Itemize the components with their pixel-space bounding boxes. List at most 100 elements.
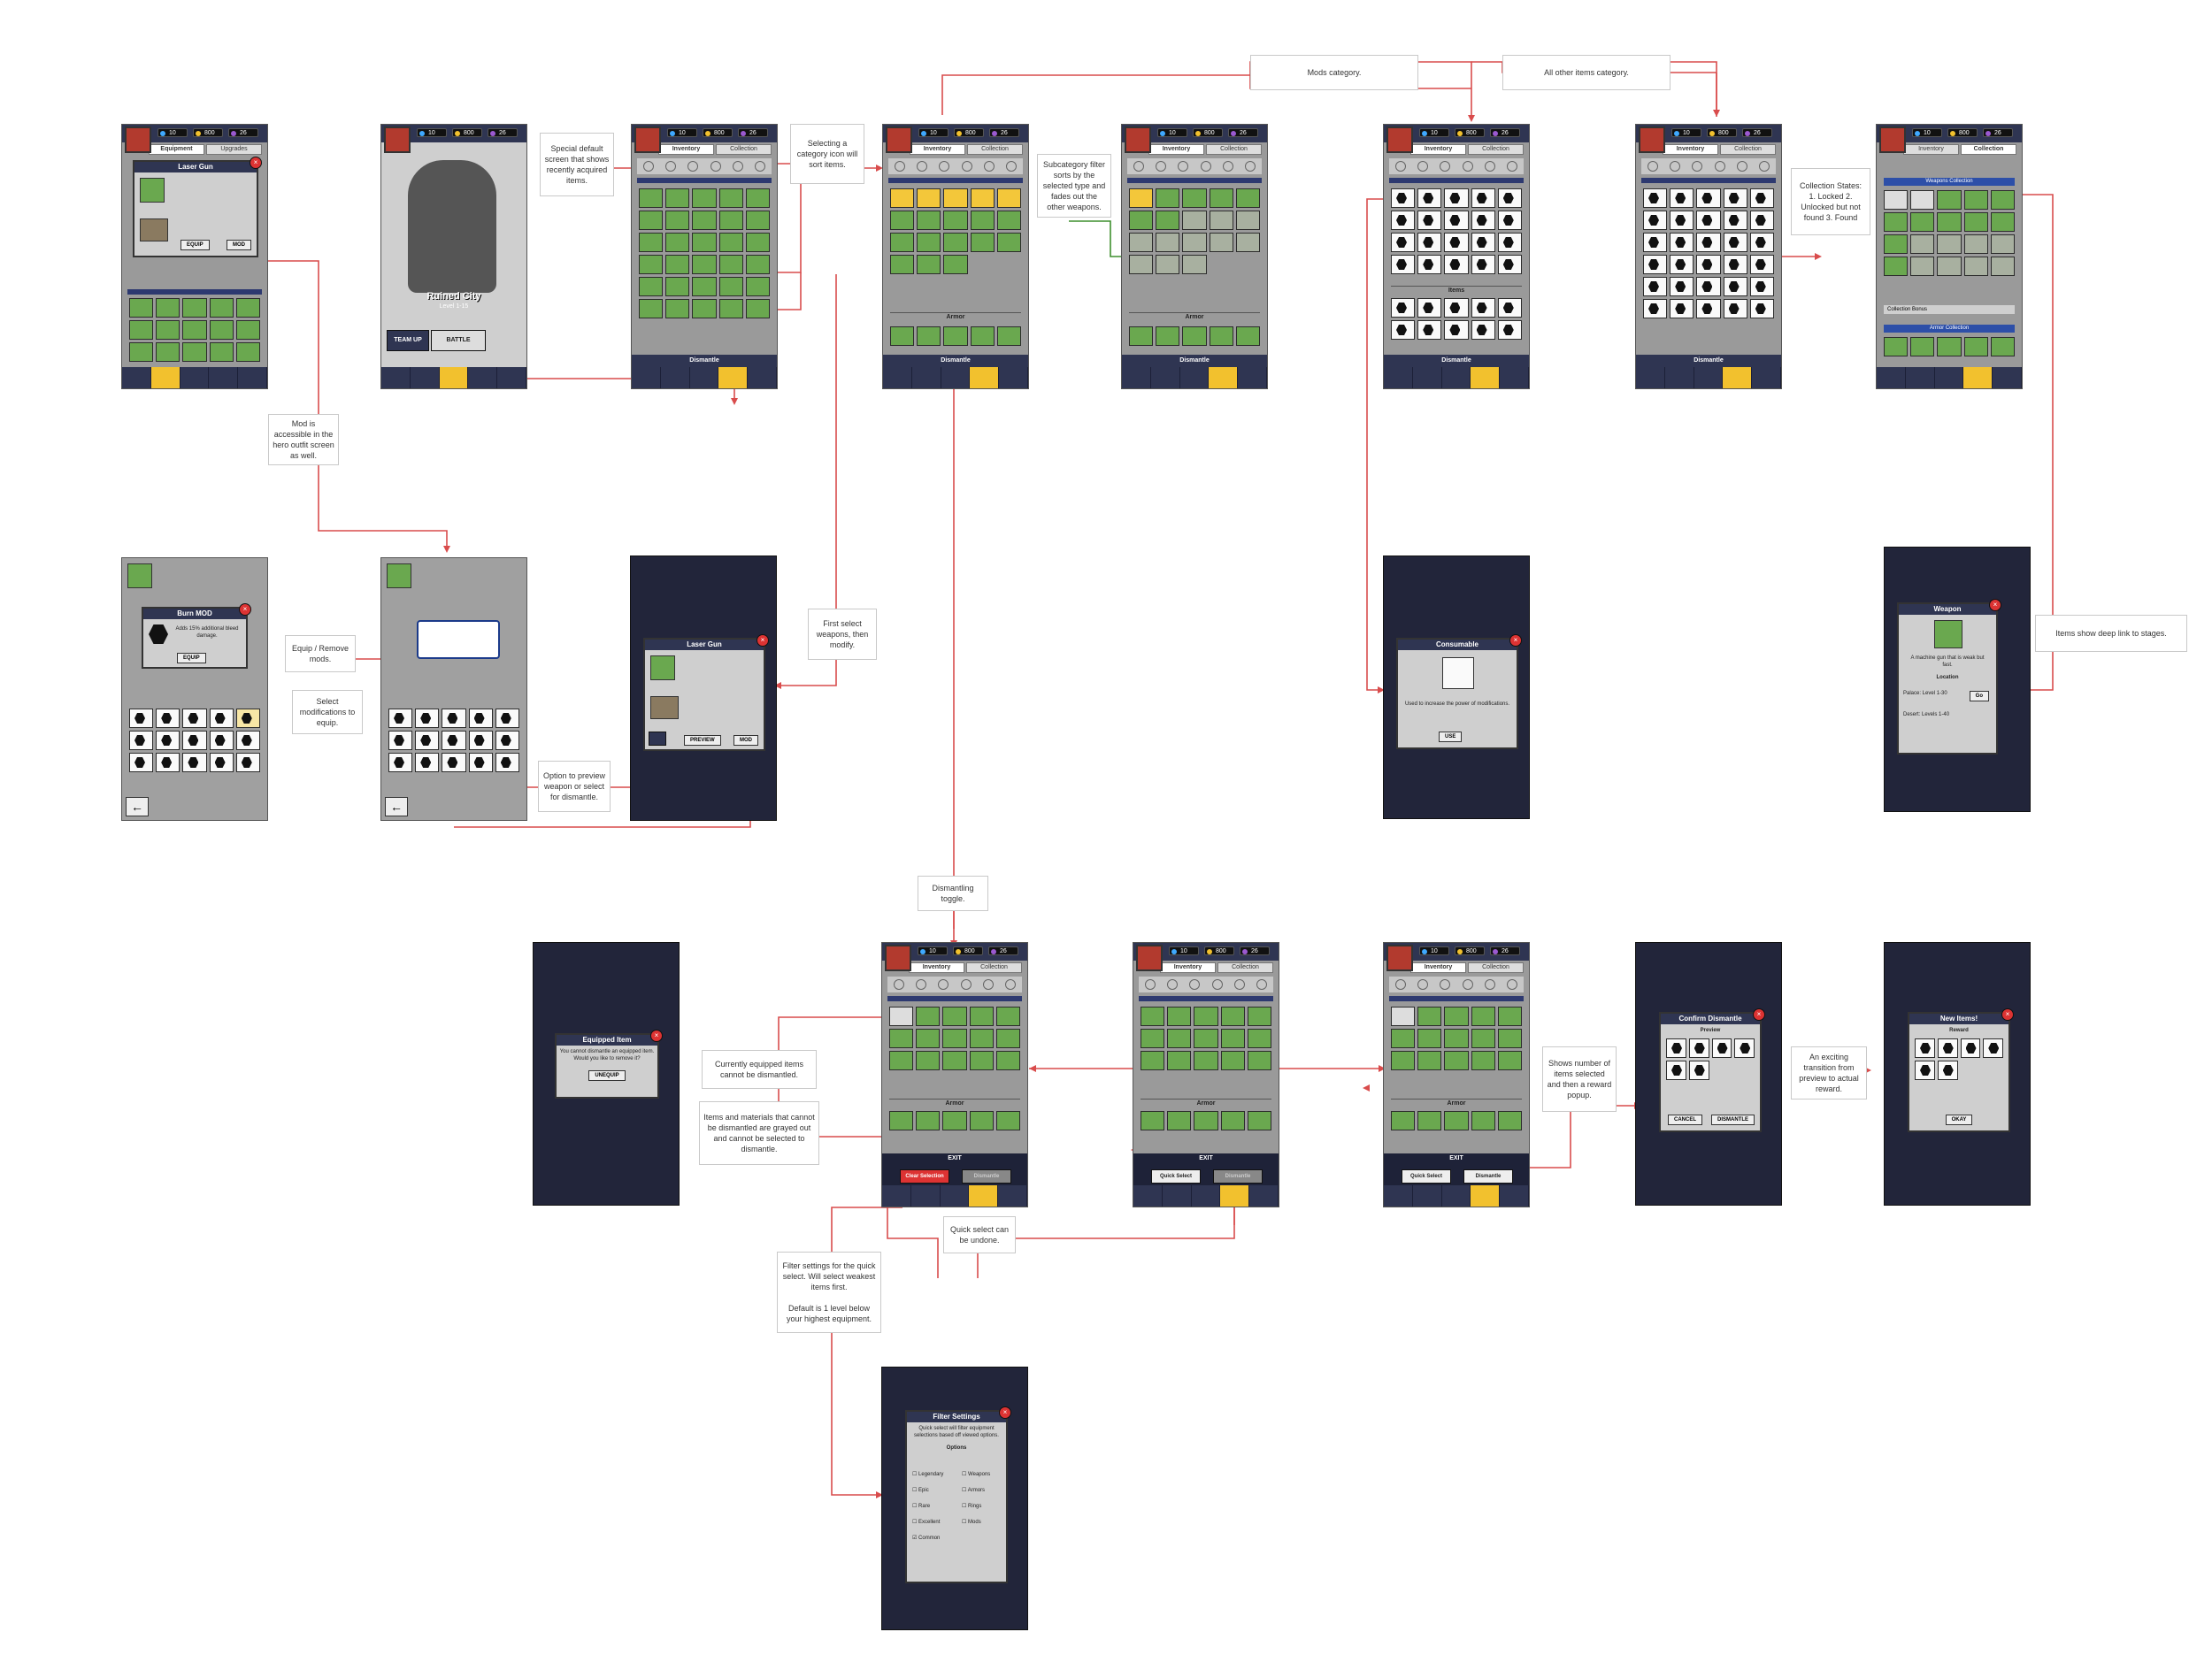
exit-label[interactable]: EXIT [1449,1155,1463,1161]
note-mods-category: Mods category. [1250,55,1418,90]
dismantle-toggle[interactable]: Dismantle [1384,355,1529,367]
tab-inventory[interactable]: Inventory [658,144,714,155]
dismantle-button[interactable]: Dismantle [1213,1169,1263,1184]
mod-button[interactable]: MOD [227,240,251,250]
checkbox-excellent[interactable]: ☐ Excellent [912,1520,941,1525]
dismantle-select-icon[interactable] [649,732,666,746]
avatar[interactable] [1136,945,1163,971]
close-icon[interactable]: × [1989,599,2001,611]
tab-collection[interactable]: Collection [1468,144,1524,155]
team-up-button[interactable]: TEAM UP [387,330,429,351]
equip-button[interactable]: EQUIP [180,240,210,250]
avatar[interactable] [384,126,411,153]
energy-counter: 10 [667,128,697,137]
checkbox-epic[interactable]: ☐ Epic [912,1488,929,1493]
tab-collection[interactable]: Collection [1206,144,1262,155]
tab-collection[interactable]: Collection [1217,962,1273,973]
category-filter[interactable] [1389,977,1524,992]
category-filter[interactable] [1389,158,1524,174]
tab-equipment[interactable]: Equipment [149,144,204,155]
tab-collection[interactable]: Collection [1961,144,2016,155]
close-icon[interactable]: × [999,1406,1011,1419]
avatar[interactable] [1125,126,1151,153]
close-icon[interactable]: × [1509,634,1522,647]
checkbox-common[interactable]: ☑ Common [912,1536,941,1541]
okay-button[interactable]: OKAY [1945,1115,1973,1125]
mod-button[interactable]: MOD [733,735,758,746]
cancel-button[interactable]: CANCEL [1668,1115,1702,1125]
quick-select-button[interactable]: Quick Select [1402,1169,1451,1184]
checkbox-armors[interactable]: ☐ Armors [962,1488,986,1493]
use-button[interactable]: USE [1439,732,1463,742]
category-filter[interactable] [888,158,1023,174]
close-icon[interactable]: × [1753,1008,1765,1021]
avatar[interactable] [886,126,912,153]
avatar[interactable] [634,126,661,153]
avatar[interactable] [1879,126,1906,153]
checkbox-rings[interactable]: ☐ Rings [962,1504,982,1509]
category-filter[interactable] [1139,977,1273,992]
close-icon[interactable]: × [250,157,262,169]
preview-button[interactable]: PREVIEW [684,735,721,746]
checkbox-mods[interactable]: ☐ Mods [962,1520,981,1525]
avatar[interactable] [885,945,911,971]
tab-inventory[interactable]: Inventory [1410,144,1466,155]
avatar[interactable] [1386,126,1413,153]
rare-label: Rare [918,1504,931,1509]
tab-inventory[interactable]: Inventory [1663,144,1718,155]
dismantle-toggle[interactable]: Dismantle [1636,355,1781,367]
options-heading: Options [946,1445,967,1451]
avatar[interactable] [1386,945,1413,971]
tab-collection[interactable]: Collection [967,144,1023,155]
category-filter[interactable] [887,977,1022,992]
category-filter[interactable] [637,158,772,174]
note-exciting: An exciting transition from preview to a… [1791,1046,1867,1100]
tab-inventory[interactable]: Inventory [910,144,965,155]
checkbox-legendary[interactable]: ☐ Legendary [912,1472,944,1477]
tab-inventory[interactable]: Inventory [1148,144,1204,155]
screen-new-items: New Items! Reward OKAY × [1884,942,2031,1206]
dismantle-toggle[interactable]: Dismantle [883,355,1028,367]
battle-button[interactable]: BATTLE [431,330,486,351]
back-arrow-icon[interactable]: ← [385,797,408,816]
back-arrow-icon[interactable]: ← [126,797,149,816]
tab-collection[interactable]: Collection [1720,144,1776,155]
go-button[interactable]: Go [1969,691,1989,701]
unequip-button[interactable]: UNEQUIP [588,1070,626,1081]
dismantle-button[interactable]: Dismantle [962,1169,1011,1184]
checkbox-rare[interactable]: ☐ Rare [912,1504,931,1509]
dismantle-toggle[interactable]: Dismantle [1122,355,1267,367]
equip-button[interactable]: EQUIP [177,653,206,663]
close-icon[interactable]: × [757,634,769,647]
gem-counter: 26 [488,128,518,137]
tab-upgrades[interactable]: Upgrades [206,144,262,155]
close-icon[interactable]: × [2001,1008,2014,1021]
clear-selection-button[interactable]: Clear Selection [900,1169,949,1184]
tab-inventory[interactable]: Inventory [909,962,964,973]
avatar[interactable] [1639,126,1665,153]
category-filter[interactable] [1127,158,1262,174]
category-filter[interactable] [1641,158,1776,174]
quick-select-button[interactable]: Quick Select [1151,1169,1201,1184]
tab-inventory[interactable]: Inventory [1160,962,1216,973]
exit-label[interactable]: EXIT [1199,1155,1213,1161]
weapon-grid [890,188,1021,274]
checkbox-weapons[interactable]: ☐ Weapons [962,1472,991,1477]
gold-counter: 800 [193,128,223,137]
energy-counter: 10 [918,946,948,955]
weapon-grid [1141,1007,1271,1070]
dismantle-button[interactable]: Dismantle [1463,1169,1513,1184]
tab-collection[interactable]: Collection [716,144,772,155]
confirm-dismantle-button[interactable]: DISMANTLE [1711,1115,1755,1125]
tab-collection[interactable]: Collection [1468,962,1524,973]
tab-collection[interactable]: Collection [966,962,1022,973]
dismantle-toggle[interactable]: Dismantle [632,355,777,367]
close-icon[interactable]: × [650,1030,663,1042]
exit-label[interactable]: EXIT [948,1155,962,1161]
close-icon[interactable]: × [239,603,251,616]
avatar[interactable] [125,126,151,153]
laser-gun-image [417,620,500,659]
tab-inventory[interactable]: Inventory [1903,144,1959,155]
tab-inventory[interactable]: Inventory [1410,962,1466,973]
